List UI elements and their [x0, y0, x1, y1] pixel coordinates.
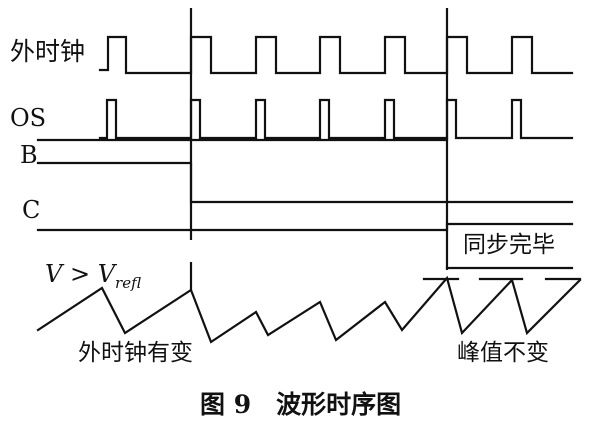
peak-unchanged-label: 峰值不变 [457, 340, 549, 366]
threshold-label: V > Vrefl [45, 260, 141, 292]
sawtooth-waveform [36, 275, 582, 344]
b-label: B [20, 141, 38, 169]
ext-clock-waveform [98, 35, 574, 75]
c-signal [36, 222, 574, 232]
os-label: OS [10, 104, 46, 132]
figure-caption: 图 9 波形时序图 [200, 390, 401, 419]
os-waveform [98, 98, 574, 140]
sync-done-label: 同步完毕 [463, 232, 555, 258]
clock-changed-label: 外时钟有变 [78, 340, 193, 366]
b-signal-low [36, 161, 574, 204]
threshold-subscript: refl [115, 274, 141, 292]
threshold-prefix: V > V [45, 260, 118, 288]
c-label: C [22, 196, 40, 224]
ext-clock-label: 外时钟 [10, 37, 85, 66]
